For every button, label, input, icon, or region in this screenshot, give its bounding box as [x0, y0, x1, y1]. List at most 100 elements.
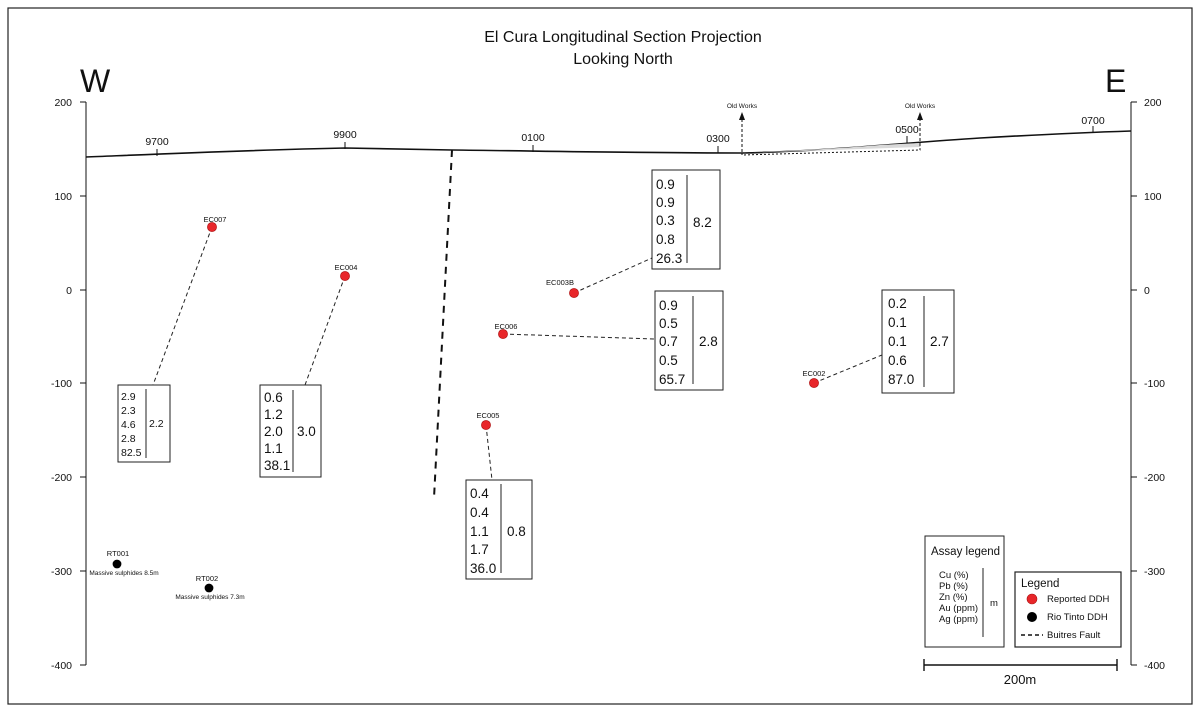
- leader-ec002: [813, 354, 883, 384]
- figure-subtitle: Looking North: [573, 51, 673, 68]
- easting-ticks: 9700 9900 0100 0300 0500 0700: [145, 115, 1105, 156]
- assay-box-ec003b: 0.9 0.9 0.3 0.8 26.3 8.2: [651, 169, 721, 270]
- scale-bar-label: 200m: [1004, 672, 1037, 687]
- leader-lines: [152, 226, 883, 481]
- assay-value: 0.5: [659, 353, 678, 368]
- assay-value: 0.6: [264, 390, 283, 405]
- drillhole-ec007[interactable]: EC007: [204, 215, 227, 232]
- interval-value: 8.2: [693, 215, 712, 230]
- interval-value: 0.8: [507, 524, 526, 539]
- hole-label: RT001: [107, 549, 129, 558]
- right-tick-0: 0: [1144, 285, 1150, 297]
- left-tick-minus300: -300: [51, 566, 72, 578]
- easting-9700: 9700: [145, 136, 169, 148]
- old-works-area: [742, 143, 920, 153]
- leader-ec007: [152, 226, 213, 386]
- assay-legend-cu: Cu (%): [939, 570, 969, 581]
- drillhole-ec003b[interactable]: EC003B: [546, 278, 579, 298]
- buitres-fault-line: [433, 149, 453, 499]
- leader-ec003b: [573, 257, 653, 294]
- assay-value: 82.5: [121, 447, 142, 459]
- easting-0500: 0500: [895, 124, 919, 136]
- assay-value: 0.2: [888, 296, 907, 311]
- east-label: E: [1105, 63, 1126, 99]
- assay-legend-zn: Zn (%): [939, 592, 968, 603]
- assay-value: 1.7: [470, 542, 489, 557]
- assay-value: 0.9: [659, 298, 678, 313]
- old-works-label-2: Old Works: [905, 103, 936, 110]
- hole-label: EC005: [477, 411, 500, 420]
- reported-ddh-marker: [207, 222, 217, 232]
- hole-note: Massive sulphides 7.3m: [175, 594, 244, 601]
- assay-value: 1.1: [264, 441, 283, 456]
- drillhole-rt002[interactable]: RT002 Massive sulphides 7.3m: [175, 574, 244, 601]
- left-tick-200: 200: [54, 97, 72, 109]
- old-works-marker-1: Old Works: [727, 103, 758, 152]
- assay-value: 38.1: [264, 458, 290, 473]
- assay-box-ec007: 2.9 2.3 4.6 2.8 82.5 2.2: [117, 384, 171, 463]
- assay-legend-title: Assay legend: [931, 546, 1000, 558]
- topography-surface: [85, 130, 1132, 158]
- right-tick-minus200: -200: [1144, 472, 1165, 484]
- legend-title: Legend: [1021, 578, 1059, 590]
- right-tick-minus400: -400: [1144, 660, 1165, 672]
- assay-value: 0.1: [888, 334, 907, 349]
- assay-legend: Assay legend Cu (%) Pb (%) Zn (%) Au (pp…: [924, 535, 1005, 648]
- drillhole-ec002[interactable]: EC002: [803, 369, 826, 388]
- drillhole-ec004[interactable]: EC004: [335, 263, 358, 281]
- right-tick-200: 200: [1144, 97, 1162, 109]
- interval-value: 2.8: [699, 334, 718, 349]
- easting-0100: 0100: [521, 132, 545, 144]
- reported-ddh-icon: [1026, 593, 1038, 605]
- old-works-label-1: Old Works: [727, 103, 758, 110]
- assay-legend-pb: Pb (%): [939, 581, 968, 592]
- scale-bar: 200m: [923, 659, 1118, 687]
- drillhole-ec005[interactable]: EC005: [477, 411, 500, 430]
- figure-frame: [7, 7, 1193, 705]
- left-tick-0: 0: [66, 285, 72, 297]
- reported-ddh-marker: [498, 329, 508, 339]
- legend-rio-tinto-ddh: Rio Tinto DDH: [1047, 612, 1108, 623]
- assay-value: 0.8: [656, 232, 675, 247]
- hole-label: RT002: [196, 574, 218, 583]
- arrow-up-icon: [917, 112, 923, 120]
- assay-value: 0.3: [656, 213, 675, 228]
- right-tick-minus300: -300: [1144, 566, 1165, 578]
- leader-ec004: [304, 275, 346, 386]
- easting-0700: 0700: [1081, 115, 1105, 127]
- rio-tinto-ddh-marker: [204, 583, 214, 593]
- assay-value: 4.6: [121, 419, 136, 431]
- west-label: W: [80, 63, 111, 99]
- legend-reported-ddh: Reported DDH: [1047, 594, 1109, 605]
- assay-value: 0.4: [470, 486, 489, 501]
- reported-ddh-marker: [569, 288, 579, 298]
- assay-box-ec002: 0.2 0.1 0.1 0.6 87.0 2.7: [881, 289, 955, 394]
- easting-0300: 0300: [706, 133, 730, 145]
- symbol-legend: Legend Reported DDH Rio Tinto DDH Buitre…: [1014, 571, 1122, 648]
- hole-label: EC006: [495, 322, 518, 331]
- hole-label: EC007: [204, 215, 227, 224]
- assay-value: 0.7: [659, 334, 678, 349]
- rio-tinto-ddh-icon: [1027, 612, 1037, 622]
- assay-value: 0.9: [656, 195, 675, 210]
- old-works-marker-2: Old Works: [905, 103, 936, 146]
- left-tick-100: 100: [54, 191, 72, 203]
- interval-value: 2.2: [149, 418, 164, 430]
- assay-value: 0.5: [659, 316, 678, 331]
- legend-buitres-fault: Buitres Fault: [1047, 630, 1101, 641]
- right-elevation-axis: 200 100 0 -100 -200 -300 -400: [1130, 97, 1165, 672]
- assay-value: 0.4: [470, 505, 489, 520]
- hole-label: EC002: [803, 369, 826, 378]
- assay-legend-ag: Ag (ppm): [939, 614, 978, 625]
- assay-value: 2.0: [264, 424, 283, 439]
- drillhole-rt001[interactable]: RT001 Massive sulphides 8.5m: [89, 549, 158, 577]
- assay-value: 65.7: [659, 372, 685, 387]
- assay-value: 2.3: [121, 405, 136, 417]
- old-works-outline: [741, 143, 921, 156]
- arrow-up-icon: [739, 112, 745, 120]
- drillhole-ec006[interactable]: EC006: [495, 322, 518, 339]
- assay-box-ec005: 0.4 0.4 1.1 1.7 36.0 0.8: [465, 479, 533, 580]
- assay-value: 2.9: [121, 391, 136, 403]
